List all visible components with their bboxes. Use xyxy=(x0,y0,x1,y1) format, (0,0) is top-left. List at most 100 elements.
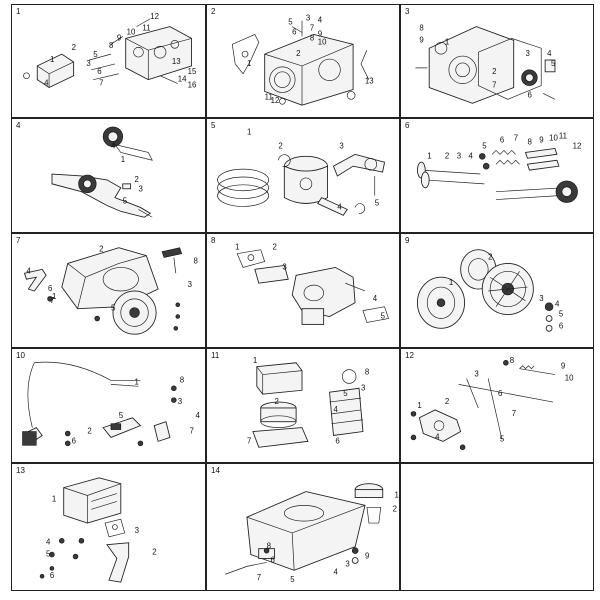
callout-label: 8 xyxy=(109,41,114,50)
callout-label: 6 xyxy=(292,27,297,36)
empty-cell xyxy=(400,463,594,591)
callout-label: 14 xyxy=(178,75,187,84)
callout-label: 3 xyxy=(188,280,193,289)
callout-label: 9 xyxy=(365,552,369,561)
springs-part xyxy=(519,365,535,370)
callout-label: 1 xyxy=(253,356,257,365)
panel-number: 2 xyxy=(211,7,216,16)
muffler-gasket-part xyxy=(104,518,126,538)
callout-label: 7 xyxy=(310,24,314,33)
callout-label: 4 xyxy=(333,405,338,414)
callout-label: 8 xyxy=(193,256,198,265)
flywheel-part xyxy=(481,263,534,316)
callout-label: 12 xyxy=(271,96,280,105)
module-part xyxy=(102,417,142,438)
callout-label: 3 xyxy=(457,151,462,160)
callout-label: 3 xyxy=(474,370,479,379)
callout-label: 5 xyxy=(482,141,487,150)
callout-label: 10 xyxy=(549,134,558,143)
callout-label: 3 xyxy=(345,559,350,568)
callout-label: 1 xyxy=(52,292,56,301)
air-cleaner-base-part xyxy=(252,427,309,448)
panel-number: 9 xyxy=(405,236,410,245)
callout-label: 10 xyxy=(318,37,327,46)
spacer-part xyxy=(254,264,289,284)
callout-label: 5 xyxy=(343,389,348,398)
cam-gear-part xyxy=(555,180,578,203)
callout-label: 11 xyxy=(142,24,150,33)
callout-label: 2 xyxy=(393,504,397,513)
recoil-starter-part xyxy=(112,290,157,335)
callout-label: 2 xyxy=(273,243,277,252)
callout-label: 2 xyxy=(296,49,300,58)
panel-number: 7 xyxy=(16,236,21,245)
callout-label: 8 xyxy=(419,24,424,33)
callout-label: 6 xyxy=(72,436,77,445)
callout-label: 1 xyxy=(247,59,251,68)
callout-label: 2 xyxy=(445,397,449,406)
callout-label: 2 xyxy=(135,175,139,184)
callout-label: 4 xyxy=(195,411,200,420)
callout-label: 3 xyxy=(361,383,366,392)
rocker-arms-part xyxy=(524,147,560,171)
panel-number: 12 xyxy=(405,351,414,360)
callout-label: 3 xyxy=(539,294,544,303)
exhaust-pipe-part xyxy=(106,542,130,583)
callout-label: 3 xyxy=(86,59,91,68)
muffler-part xyxy=(329,387,364,436)
callout-label: 15 xyxy=(188,67,197,76)
callout-label: 6 xyxy=(50,571,55,580)
circlip-part xyxy=(278,154,366,214)
callout-label: 10 xyxy=(127,27,136,36)
callout-label: 8 xyxy=(180,375,185,384)
valve-cover-part xyxy=(23,53,75,89)
callout-label: 8 xyxy=(527,138,532,147)
callout-label: 2 xyxy=(492,67,496,76)
callout-label: 3 xyxy=(306,14,311,23)
piston-rings-part xyxy=(217,168,269,207)
panel-number: 14 xyxy=(211,466,220,475)
panel-number: 1 xyxy=(16,7,21,16)
callout-label: 6 xyxy=(48,284,53,293)
callout-label: 1 xyxy=(445,37,449,46)
panel-number: 3 xyxy=(405,7,410,16)
callout-label: 9 xyxy=(539,136,543,145)
callout-label: 8 xyxy=(310,33,315,42)
gasket-ring-part xyxy=(341,369,357,384)
callout-label: 5 xyxy=(288,18,293,27)
callout-label: 7 xyxy=(257,573,261,582)
callout-label: 6 xyxy=(500,136,505,145)
washers-part xyxy=(263,547,359,564)
callout-label: 9 xyxy=(117,33,121,42)
bolts-part xyxy=(64,385,177,447)
switch-wires-part xyxy=(110,380,141,387)
push-rods-part xyxy=(495,187,563,200)
callout-label: 5 xyxy=(290,575,295,584)
callout-label: 4 xyxy=(318,16,323,25)
callout-label: 7 xyxy=(512,409,516,418)
key-part xyxy=(122,183,132,190)
callout-label: 5 xyxy=(46,550,51,559)
callout-label: 5 xyxy=(119,411,124,420)
callout-label: 6 xyxy=(271,555,276,564)
clamp-part xyxy=(153,421,171,442)
callout-label: 2 xyxy=(87,427,91,436)
callout-label: 1 xyxy=(50,55,54,64)
callout-label: 5 xyxy=(381,312,386,321)
callout-label: 2 xyxy=(445,151,449,160)
filter-element-part xyxy=(260,401,297,428)
callout-label: 12 xyxy=(150,12,159,21)
callout-label: 6 xyxy=(527,90,532,99)
camshaft-gear-part xyxy=(102,126,153,161)
